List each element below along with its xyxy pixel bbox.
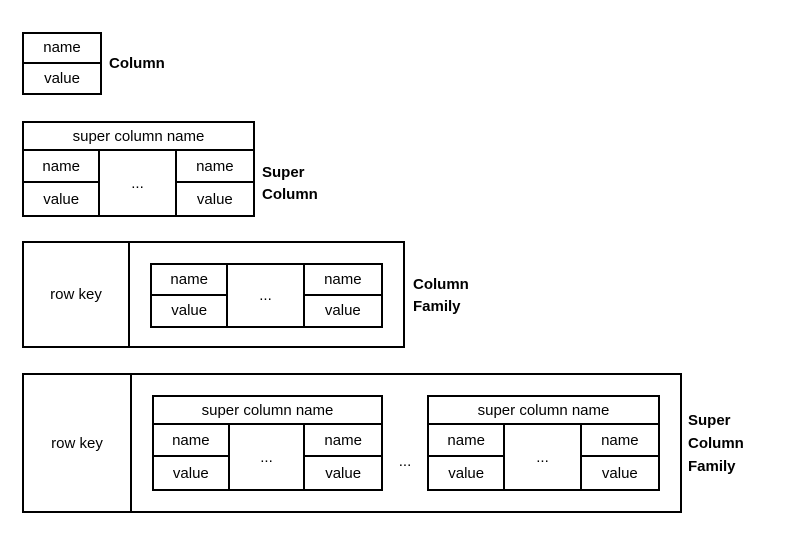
value-cell: value: [152, 295, 229, 326]
column-label: Column: [109, 32, 165, 95]
super-column-label-line: Column: [262, 186, 318, 203]
name-cell: name: [24, 151, 101, 183]
value-cell: value: [196, 190, 233, 208]
ellipsis-cell: ...: [505, 425, 582, 489]
ellipsis-cell: ...: [230, 425, 306, 489]
row-key-cell: row key: [24, 243, 130, 346]
column-family-content: name ... name value value: [130, 243, 403, 346]
column-box: name value: [22, 32, 102, 95]
super-column-label: Super Column: [262, 162, 318, 206]
super-column-name-cell: super column name: [429, 397, 658, 425]
name-cell: name: [152, 265, 229, 296]
name-cell: name: [429, 425, 506, 457]
value-cell: value: [324, 302, 361, 320]
column-label-line: Column: [109, 54, 165, 72]
column-family-box: row key name ... name value value: [22, 241, 405, 348]
super-column-block-2: super column name name ... name value va…: [427, 395, 660, 491]
super-column-label-line: Super: [262, 164, 305, 181]
name-cell: name: [305, 425, 381, 457]
name-cell: name: [304, 265, 381, 296]
value-cell: value: [325, 464, 362, 482]
super-column-box: super column name name ... name value va…: [22, 121, 255, 217]
super-column-family-content: super column name name ... name value va…: [132, 375, 680, 511]
column-family-label-line: Family: [413, 298, 461, 315]
super-column-family-label-line: Column: [688, 435, 744, 452]
super-column-family-box: row key super column name name ... name …: [22, 373, 682, 513]
column-value-cell: value: [44, 69, 80, 87]
value-cell: value: [154, 457, 230, 489]
super-column-family-label-line: Super: [688, 412, 731, 429]
ellipsis-cell: ...: [100, 151, 177, 215]
ellipsis-cell: ...: [228, 265, 305, 326]
super-column-family-label: Super Column Family: [688, 409, 744, 478]
between-blocks-ellipsis: ...: [398, 452, 412, 470]
super-column-name-cell: super column name: [154, 397, 381, 425]
name-cell: name: [581, 425, 658, 457]
value-cell: value: [24, 183, 101, 215]
column-group: name ... name value value: [150, 263, 383, 328]
name-cell: name: [176, 151, 253, 183]
column-family-label: Column Family: [413, 274, 469, 318]
super-column-family-label-line: Family: [688, 458, 736, 475]
super-column-name-cell: super column name: [24, 123, 253, 151]
name-cell: name: [154, 425, 230, 457]
column-name-cell: name: [24, 34, 100, 64]
value-cell: value: [429, 457, 506, 489]
super-column-block-1: super column name name ... name value va…: [152, 395, 383, 491]
column-family-label-line: Column: [413, 276, 469, 293]
value-cell: value: [601, 464, 638, 482]
row-key-cell: row key: [24, 375, 132, 511]
